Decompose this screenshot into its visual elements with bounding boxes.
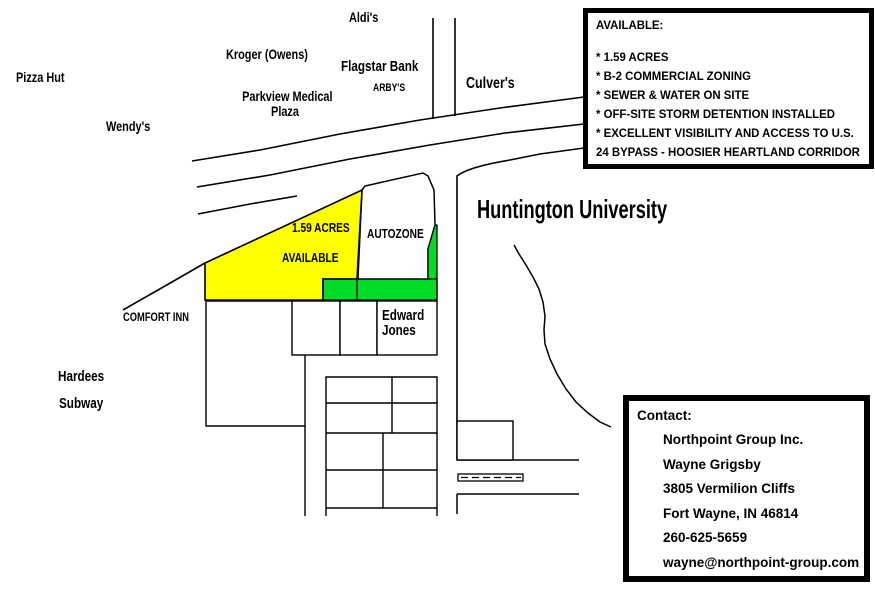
outlot-grid [325,376,438,516]
label-pizza-hut: Pizza Hut [16,70,78,85]
label-parkview-line1: Parkview Medical [242,88,333,104]
label-flagstar-bank: Flagstar Bank [341,59,440,75]
label-hardees: Hardees [58,369,117,385]
shop-unit-2 [339,300,378,356]
contact-street: 3805 Vermilion Cliffs [663,481,796,496]
label-kroger-text: Kroger (Owens) [226,46,308,62]
label-flagstar-text: Flagstar Bank [341,58,419,75]
label-kroger: Kroger (Owens) [226,47,331,62]
label-hardees-text: Hardees [58,368,105,385]
available-info-box: AVAILABLE: * 1.59 ACRES * B-2 COMMERCIAL… [583,8,874,169]
available-info-content: AVAILABLE: * 1.59 ACRES * B-2 COMMERCIAL… [596,16,860,162]
label-arbys-text: ARBY'S [373,82,406,94]
anchor-building-outline [205,300,306,427]
label-wendys-text: Wendy's [106,118,151,134]
label-arbys: ARBY'S [373,82,414,94]
label-edward-jones: Edward Jones [382,308,436,338]
contact-company: Northpoint Group Inc. [663,432,804,447]
street-side-lot [456,420,514,461]
label-comfort-inn-text: COMFORT INN [123,310,190,324]
label-acreage: 1.59 ACRES [292,221,366,235]
label-parkview-line2: Plaza [271,102,299,119]
label-wendys: Wendy's [106,119,163,134]
edward-jones-building [376,300,438,356]
label-huntington-university: Huntington University [477,194,749,224]
label-aldis: Aldi's [349,10,387,25]
creek-line [513,244,612,428]
contact-info-box: Contact: Northpoint Group Inc. Wayne Gri… [623,395,870,582]
label-pizza-hut-text: Pizza Hut [16,69,65,85]
label-available: AVAILABLE [282,251,354,265]
label-available-text: AVAILABLE [282,250,339,265]
available-bullet-storm: * OFF-SITE STORM DETENTION INSTALLED [596,107,835,121]
label-autozone-text: AUTOZONE [367,226,424,241]
available-heading: AVAILABLE: [596,18,664,32]
label-aldis-text: Aldi's [349,9,379,25]
available-bullet-acres: * 1.59 ACRES [596,50,669,64]
label-autozone: AUTOZONE [367,227,440,241]
label-edward-jones-line1: Edward [382,307,425,324]
railroad-band [457,473,524,482]
label-comfort-inn: COMFORT INN [123,310,208,324]
contact-heading: Contact: [637,408,692,423]
label-huntington-text: Huntington University [477,194,668,224]
label-subway-text: Subway [59,395,104,412]
green-strip [322,278,438,301]
label-subway: Subway [59,396,116,412]
highway-median-stub [197,195,298,215]
street-south-east-edge [456,159,511,460]
frontage-road-comfort-inn [122,262,206,311]
green-sliver [427,224,438,280]
highway-south-edge [196,123,585,188]
available-bullet-utilities: * SEWER & WATER ON SITE [596,88,750,102]
contact-email: wayne@northpoint-group.com [663,554,860,570]
label-parkview-medical-plaza: Parkview Medical Plaza [230,89,340,118]
label-culvers: Culver's [466,75,529,93]
highway-north-edge [191,96,585,162]
available-bullet-visibility: * EXCELLENT VISIBILITY AND ACCESS TO U.S… [596,126,854,140]
available-bullet-zoning: * B-2 COMMERCIAL ZONING [596,69,751,83]
contact-person: Wayne Grigsby [663,456,761,472]
available-bullet-corridor: 24 BYPASS - HOOSIER HEARTLAND CORRIDOR [596,145,860,159]
label-culvers-text: Culver's [466,75,515,92]
contact-city: Fort Wayne, IN 46814 [663,505,799,521]
label-edward-jones-line2: Jones [382,322,416,339]
contact-phone: 260-625-5659 [663,530,748,545]
label-acreage-text: 1.59 ACRES [292,220,350,235]
highway-east-south-edge [509,147,585,161]
shop-unit-1 [291,300,341,356]
